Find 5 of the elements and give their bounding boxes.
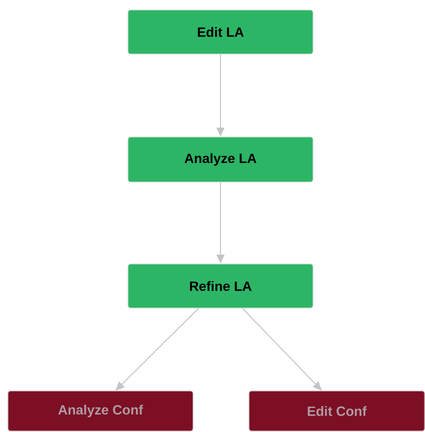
- process-box: Refine LA: [128, 264, 314, 308]
- process-box: Analyze Conf: [8, 390, 194, 432]
- process-box: Edit LA: [128, 10, 314, 54]
- process-box: Edit Conf: [248, 390, 425, 432]
- process-box: Analyze LA: [128, 136, 314, 182]
